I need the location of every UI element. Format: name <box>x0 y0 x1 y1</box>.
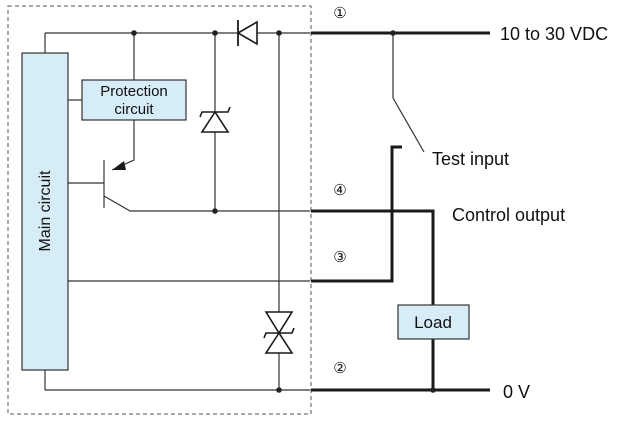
protection-circuit-box <box>81 79 187 121</box>
tvs-diode-lower <box>264 331 294 354</box>
terminal-1-label: ① <box>333 4 346 22</box>
junction-dot <box>276 387 282 393</box>
transistor-emitter-arrow <box>112 161 126 170</box>
protection-circuit-label-line1: Protection <box>100 83 168 100</box>
test-input-switch <box>392 33 425 153</box>
supply-label: 10 to 30 VDC <box>500 24 608 44</box>
load-box <box>397 304 470 340</box>
junction-dot <box>430 387 436 393</box>
protection-circuit-label-line2: circuit <box>114 101 154 118</box>
main-circuit-label: Main circuit <box>37 170 54 251</box>
zener-diode-bar <box>199 106 231 118</box>
terminal-3-label: ③ <box>333 248 346 266</box>
main-circuit-box <box>21 52 69 371</box>
junction-dot <box>212 208 218 214</box>
reverse-polarity-diode <box>236 20 258 46</box>
control-output-label: Control output <box>452 205 565 225</box>
collector-wire <box>103 195 310 212</box>
zero-v-label: 0 V <box>503 382 530 402</box>
zener-diode <box>200 110 230 133</box>
terminal-4-label: ④ <box>333 181 346 199</box>
control-output-wire <box>311 209 435 305</box>
tvs-diode-bar <box>263 327 295 339</box>
test-input-label: Test input <box>432 149 509 169</box>
junction-dot <box>276 30 282 36</box>
junction-dot <box>390 30 396 36</box>
junction-dot <box>131 30 137 36</box>
test-input-wire <box>311 145 402 283</box>
junction-dot <box>212 30 218 36</box>
tvs-diode-upper <box>264 311 294 335</box>
load-label: Load <box>414 313 452 332</box>
terminal-2-label: ② <box>333 359 346 377</box>
